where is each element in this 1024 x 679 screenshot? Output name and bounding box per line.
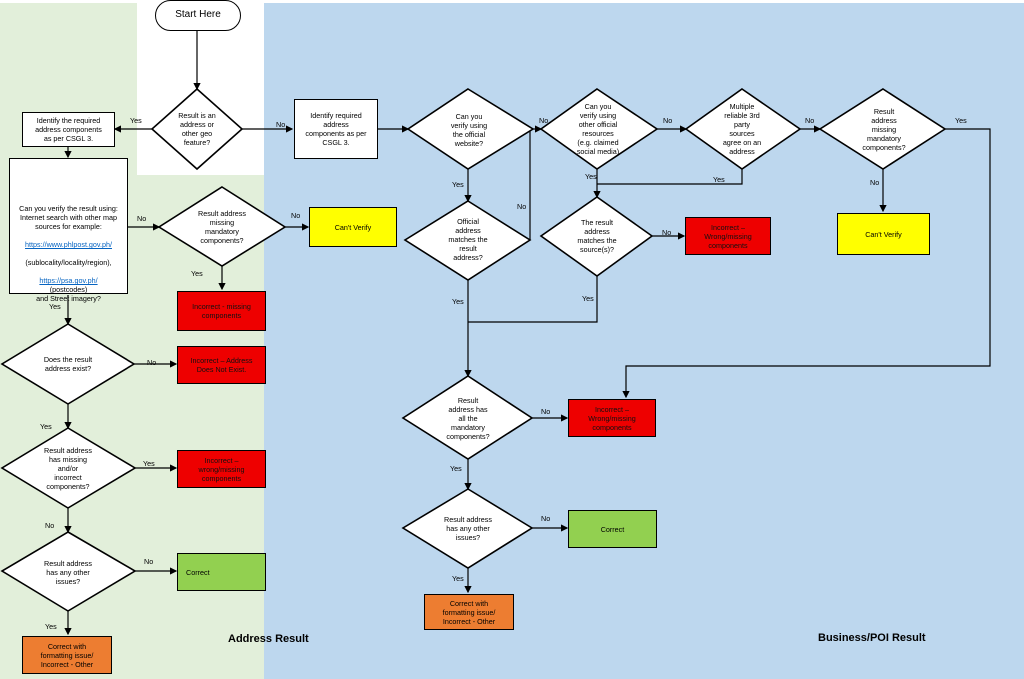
label-no-official-site: No: [539, 116, 549, 125]
start-terminator: Start Here: [155, 0, 241, 31]
addr-verify-line3: (postcodes) and Street imagery?: [36, 285, 101, 303]
label-no-biz-other: No: [541, 514, 551, 523]
addr-verify-line1: Can you verify the result using: Interne…: [19, 204, 118, 231]
label-yes-addr-other: Yes: [45, 622, 57, 631]
addr-verify-box: Can you verify the result using: Interne…: [9, 158, 128, 303]
diamond-q-addr-other: [0, 531, 137, 612]
label-yes-official-site: Yes: [452, 180, 464, 189]
diamond-q-addr-exist: [0, 323, 136, 405]
label-yes-addr-missing-incorrect: Yes: [143, 459, 155, 468]
biz-identify-box: Identify required address components as …: [294, 99, 378, 159]
biz-correct-box: Correct: [568, 510, 657, 548]
label-no-addr-missing-incorrect: No: [45, 521, 55, 530]
label-yes-biz-other: Yes: [452, 574, 464, 583]
address-region-title: Address Result: [228, 633, 309, 645]
label-no-biz-missing: No: [870, 178, 880, 187]
biz-wrong-missing-1-box: Incorrect – Wrong/missing components: [685, 217, 771, 255]
addr-identify-box: Identify the required address components…: [22, 112, 115, 147]
addr-verify-line2: (sublocality/locality/region),: [25, 258, 112, 267]
addr-incorrect-missing-box: Incorrect - missing components: [177, 291, 266, 331]
label-yes-other-official: Yes: [585, 172, 597, 181]
label-yes-biz-all-mandatory: Yes: [450, 464, 462, 473]
label-no-addr-other: No: [144, 557, 154, 566]
diamond-q-other-official: [539, 88, 659, 170]
diamond-q-is-address: [150, 87, 244, 171]
label-no-addr-missing: No: [291, 211, 301, 220]
phlpost-link[interactable]: https://www.phlpost.gov.ph/: [25, 240, 112, 249]
diamond-q-source-match: [539, 196, 654, 277]
addr-formatting-box: Correct with formatting issue/ Incorrect…: [22, 636, 112, 674]
addr-not-exist-box: Incorrect – Address Does Not Exist.: [177, 346, 266, 384]
label-yes-multiple: Yes: [713, 175, 725, 184]
biz-formatting-box: Correct with formatting issue/ Incorrect…: [424, 594, 514, 630]
biz-wrong-missing-2-box: Incorrect – Wrong/missing components: [568, 399, 656, 437]
label-no-addr-verify: No: [137, 214, 147, 223]
label-yes-source-match: Yes: [582, 294, 594, 303]
addr-correct-box: Correct: [177, 553, 266, 591]
label-no-addr-exist: No: [147, 358, 157, 367]
biz-cant-verify-box: Can't Verify: [837, 213, 930, 255]
addr-wrong-missing-box: Incorrect – wrong/missing components: [177, 450, 266, 488]
label-yes-official-match: Yes: [452, 297, 464, 306]
label-no-multiple: No: [805, 116, 815, 125]
diamond-q-addr-missing-incorrect: [0, 427, 137, 509]
diamond-q-official-site: [406, 88, 535, 170]
psa-link[interactable]: https://psa.gov.ph/: [39, 276, 98, 285]
label-yes-is-address: Yes: [130, 116, 142, 125]
diamond-q-biz-missing: [818, 88, 947, 170]
label-no-official-match: No: [517, 202, 527, 211]
diamond-q-biz-other: [401, 488, 534, 569]
label-no-other-official: No: [663, 116, 673, 125]
label-no-is-address: No: [276, 120, 286, 129]
label-yes-addr-verify: Yes: [49, 302, 61, 311]
label-no-biz-all-mandatory: No: [541, 407, 551, 416]
label-yes-addr-exist: Yes: [40, 422, 52, 431]
diamond-q-official-match: [403, 200, 532, 281]
diamond-q-addr-missing: [157, 186, 287, 267]
label-yes-addr-missing: Yes: [191, 269, 203, 278]
diamond-q-biz-all-mandatory: [401, 375, 534, 460]
label-no-source-match: No: [662, 228, 672, 237]
diamond-q-multiple: [684, 88, 802, 170]
label-yes-biz-missing: Yes: [955, 116, 967, 125]
business-region-title: Business/POI Result: [818, 632, 926, 644]
addr-cant-verify-box: Can't Verify: [309, 207, 397, 247]
